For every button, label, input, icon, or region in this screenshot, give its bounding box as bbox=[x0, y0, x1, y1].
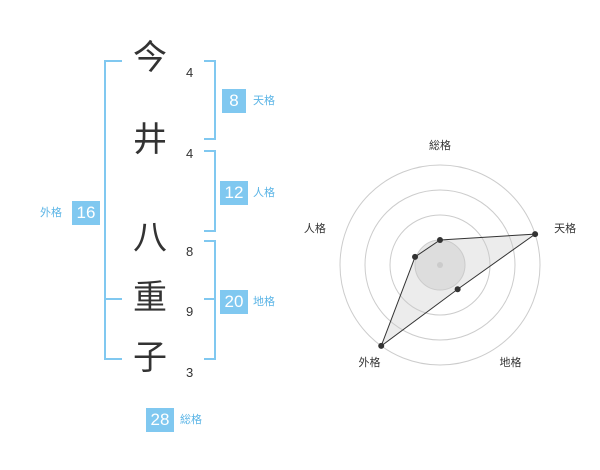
radar-ring-2 bbox=[389, 214, 491, 316]
name-char-1: 今 bbox=[133, 38, 167, 78]
stroke-count-2: 4 bbox=[186, 146, 194, 161]
tenkaku-label: 天格 bbox=[253, 94, 275, 107]
radar-point-4 bbox=[378, 342, 385, 349]
tenkaku-score: 8 bbox=[222, 89, 246, 113]
radar-axis-label-5: 人格 bbox=[304, 221, 326, 235]
chikaku-bracket bbox=[204, 240, 216, 360]
stroke-count-3: 8 bbox=[186, 244, 194, 259]
radar-point-1 bbox=[437, 237, 443, 243]
stroke-count-4: 9 bbox=[186, 304, 194, 319]
stroke-count-5: 3 bbox=[186, 365, 194, 380]
radar-point-3 bbox=[454, 286, 461, 293]
soukaku-score: 28 bbox=[146, 408, 174, 432]
radar-point-2 bbox=[532, 231, 539, 238]
radar-point-5 bbox=[412, 253, 419, 260]
gaikaku-label: 外格 bbox=[40, 206, 62, 219]
gaikaku-bracket bbox=[104, 60, 122, 360]
name-char-5: 子 bbox=[133, 338, 167, 378]
radar-center bbox=[437, 262, 443, 268]
chikaku-label: 地格 bbox=[253, 295, 275, 308]
radar-ring-4 bbox=[339, 164, 541, 366]
radar-axis-label-2: 天格 bbox=[554, 221, 576, 235]
chikaku-bracket-divider bbox=[204, 298, 216, 300]
jinkaku-bracket bbox=[204, 150, 216, 232]
soukaku-label: 総格 bbox=[180, 413, 202, 426]
jinkaku-score: 12 bbox=[220, 181, 248, 205]
jinkaku-label: 人格 bbox=[253, 186, 275, 199]
name-char-3: 八 bbox=[133, 218, 167, 258]
chikaku-score: 20 bbox=[220, 290, 248, 314]
gaikaku-bracket-divider bbox=[104, 298, 122, 300]
stroke-count-1: 4 bbox=[186, 65, 194, 80]
name-char-2: 井 bbox=[133, 120, 167, 160]
gaikaku-score: 16 bbox=[72, 201, 100, 225]
radar-axis-label-1: 総格 bbox=[429, 138, 451, 152]
radar-axis-label-3: 地格 bbox=[500, 355, 522, 369]
radar-axis-label-4: 外格 bbox=[358, 355, 380, 369]
radar-data-polygon bbox=[380, 233, 537, 348]
name-char-4: 重 bbox=[133, 278, 167, 318]
tenkaku-bracket bbox=[204, 60, 216, 140]
radar-ring-3 bbox=[364, 189, 516, 341]
